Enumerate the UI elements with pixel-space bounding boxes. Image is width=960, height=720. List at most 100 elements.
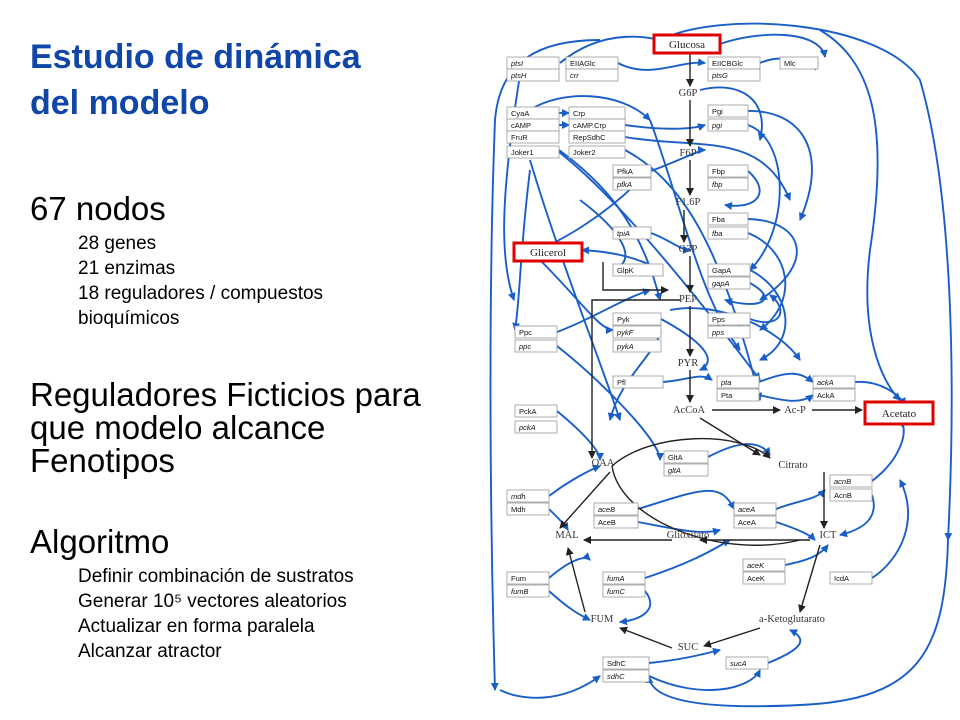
gene-node: Pgi xyxy=(707,104,749,118)
gene-node: fumA xyxy=(602,571,646,585)
node-label: ptsH xyxy=(510,71,527,80)
gene-node: Mdh xyxy=(506,502,550,516)
section-algorithm: Algoritmo Definir combinación de sustrat… xyxy=(30,525,470,664)
node-box xyxy=(663,450,709,464)
gene-enzyme-nodes: ptsIptsHEIIAGlccrrEIICBGlcptsGMlcCyaAcAM… xyxy=(506,56,873,683)
list-item: 28 genes xyxy=(78,233,157,254)
gene-node: Pps xyxy=(707,312,751,326)
gene-node: Joker2 xyxy=(568,145,626,159)
regulatory-edge xyxy=(660,318,709,371)
node-label: Pta xyxy=(721,391,733,400)
tca-cycle-arc xyxy=(611,465,801,546)
node-label: EIIAGlc xyxy=(570,59,596,68)
gene-node: Pta xyxy=(716,388,760,402)
substrate-label: Glucosa xyxy=(669,39,705,51)
regulatory-edge xyxy=(548,464,601,497)
node-label: PfkA xyxy=(617,167,633,176)
node-label: Ppc xyxy=(519,328,532,337)
gene-node: sdhC xyxy=(602,669,650,683)
node-box xyxy=(514,420,558,434)
regulatory-edge xyxy=(637,489,735,510)
node-label: ppc xyxy=(518,342,531,351)
section-heading: Algoritmo xyxy=(30,523,170,560)
regulatory-edge xyxy=(749,269,787,361)
gene-node: gltA xyxy=(663,463,709,477)
section-items: Definir combinación de sustratos Generar… xyxy=(30,564,470,664)
regulatory-edge xyxy=(839,494,875,538)
regulatory-edge xyxy=(775,489,826,510)
metabolite-label: MAL xyxy=(555,530,578,541)
list-item: Actualizar en forma paralela xyxy=(78,616,315,637)
node-label: FruR xyxy=(511,133,528,142)
node-box xyxy=(612,339,662,353)
flux-arrow xyxy=(611,437,771,467)
node-box xyxy=(707,226,749,240)
regulatory-edge xyxy=(556,410,604,461)
node-label: Pgi xyxy=(712,107,723,116)
gene-node: SdhC xyxy=(602,656,650,670)
node-label: Joker1 xyxy=(511,148,534,157)
node-label: GltA xyxy=(668,453,683,462)
node-label: tpiA xyxy=(617,229,630,238)
flux-arrow xyxy=(798,544,821,613)
regulatory-edge xyxy=(747,124,781,271)
regulatory-edge xyxy=(650,232,691,254)
substrate-node: Glicerol xyxy=(512,241,584,263)
gene-node: RepSdhC xyxy=(568,130,626,144)
metabolite-label: AcCoA xyxy=(673,405,705,416)
regulatory-edge xyxy=(617,58,706,71)
gene-node: tpiA xyxy=(612,226,652,240)
gene-node: sucA xyxy=(725,656,769,670)
gene-node: ptsI xyxy=(506,56,560,70)
node-label: pfkA xyxy=(616,180,632,189)
node-box xyxy=(612,226,652,240)
regulatory-edge xyxy=(512,169,531,331)
gene-node: fba xyxy=(707,226,749,240)
gene-node: AceA xyxy=(733,515,777,529)
node-box xyxy=(514,339,558,353)
list-item: 18 reguladores / compuestos xyxy=(78,283,324,304)
node-box xyxy=(812,388,856,402)
gene-node: Fba xyxy=(707,212,749,226)
gene-node: aceA xyxy=(733,502,777,516)
gene-node: acnB xyxy=(829,474,873,488)
metabolite-label: a-Ketoglutarato xyxy=(759,614,825,625)
regulatory-edge xyxy=(747,218,798,301)
regulatory-edge xyxy=(624,136,791,201)
gene-node: GlpK xyxy=(612,263,664,277)
regulatory-edge xyxy=(489,39,601,691)
gene-node: Crp xyxy=(568,106,626,120)
node-label: GapA xyxy=(712,266,731,275)
regulatory-edge xyxy=(529,95,651,121)
gene-node: cAMP xyxy=(506,118,560,132)
regulatory-edge xyxy=(784,544,829,566)
node-label: mdh xyxy=(511,492,526,501)
section-heading: Reguladores Ficticios para que modelo al… xyxy=(30,376,421,479)
metabolite-label: PYR xyxy=(678,358,698,369)
gene-node: AckA xyxy=(812,388,856,402)
node-box xyxy=(612,375,664,389)
node-box xyxy=(514,325,558,339)
section-items: 28 genes 21 enzimas 18 reguladores / com… xyxy=(30,231,470,331)
regulatory-edge xyxy=(724,282,766,306)
regulatory-edge xyxy=(539,259,614,334)
gene-node: PfkA xyxy=(612,164,652,178)
regulatory-edges xyxy=(489,22,953,708)
metabolite-label: G6P xyxy=(679,88,698,99)
gene-node: mdh xyxy=(506,489,550,503)
node-label: RepSdhC xyxy=(573,133,606,142)
node-box xyxy=(593,515,639,529)
gene-node: ptsG xyxy=(707,68,761,82)
node-box xyxy=(707,212,749,226)
regulatory-edge xyxy=(619,590,652,626)
node-label: gltA xyxy=(668,466,681,475)
slide-title-line: del modelo xyxy=(30,84,210,122)
node-label: Pps xyxy=(712,315,725,324)
regulatory-edge xyxy=(624,149,763,401)
node-label: pckA xyxy=(518,423,536,432)
node-box xyxy=(707,104,749,118)
gene-node: pgi xyxy=(707,118,749,132)
gene-node: Joker1 xyxy=(506,145,560,159)
regulatory-edge xyxy=(758,372,814,383)
